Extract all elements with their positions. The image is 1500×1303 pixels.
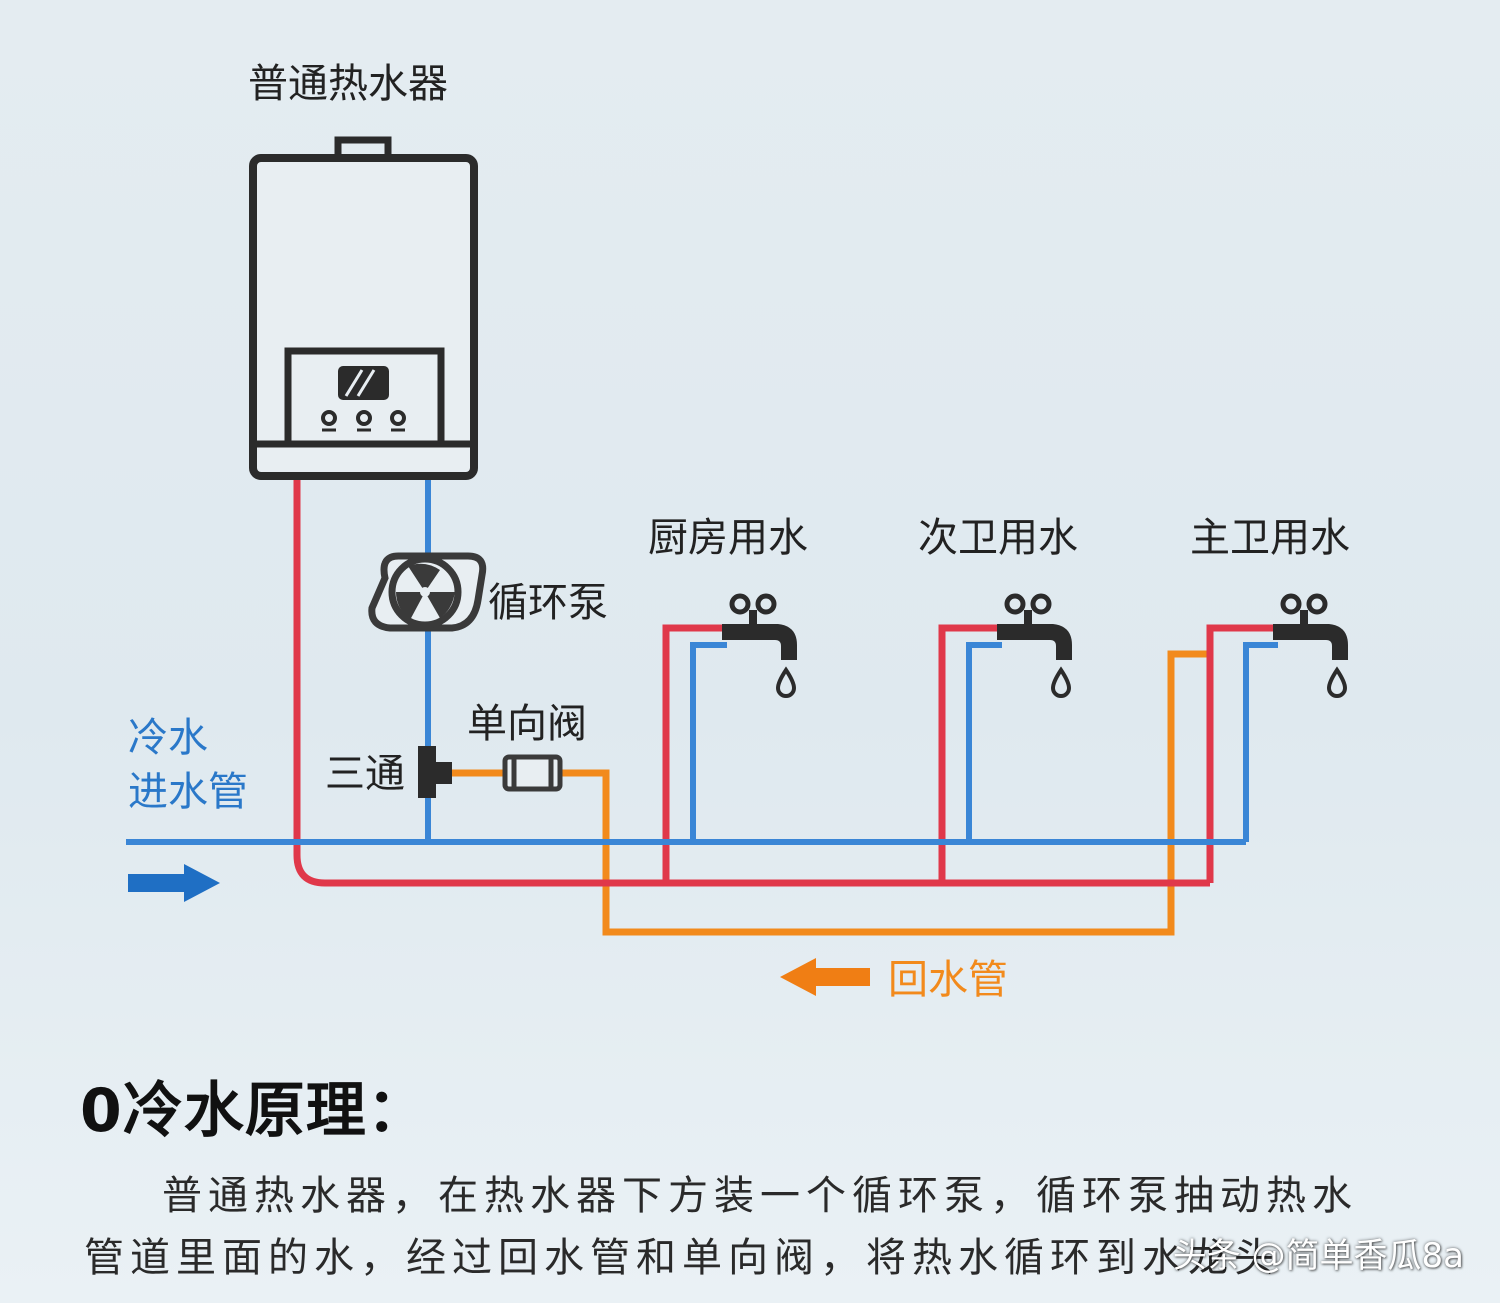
heater-title: 普通热水器 [248, 61, 448, 107]
return-pipe-label: 回水管 [888, 957, 1008, 1003]
check-valve-icon [502, 754, 563, 792]
hot-branch-master-bath [1206, 624, 1278, 883]
pump-label: 循环泵 [488, 580, 608, 626]
cold-water-label: 冷水 [128, 715, 208, 761]
cold-inlet-pipe-label: 进水管 [128, 769, 248, 815]
watermark: 头条 @简单香瓜8a [1172, 1236, 1464, 1276]
cold-flow-arrow-icon [128, 864, 220, 902]
cold-branch-kitchen [690, 642, 727, 842]
cold-branch-master-bath [1243, 642, 1278, 842]
fixture-label-second-bath: 次卫用水 [918, 515, 1078, 561]
return-pipe [443, 650, 1208, 936]
body-line-1: 普通热水器，在热水器下方装一个循环泵，循环泵抽动热水 [162, 1173, 1358, 1219]
tee-label: 三通 [325, 751, 405, 797]
faucet-icon-kitchen [722, 593, 797, 698]
check-valve-label: 单向阀 [467, 701, 587, 747]
circulation-pump-icon [368, 552, 487, 632]
hot-branch-second-bath [938, 624, 1002, 883]
faucet-icon-second-bath [997, 593, 1072, 698]
hot-water-pipe [293, 480, 1210, 887]
section-title: 0冷水原理： [80, 1076, 428, 1146]
body-paragraph: 普通热水器，在热水器下方装一个循环泵，循环泵抽动热水 管道里面的水，经过回水管和… [84, 1165, 1429, 1289]
tee-fitting-icon [418, 746, 452, 798]
cold-branch-second-bath [966, 642, 1002, 842]
water-circulation-diagram: 普通热水器 循环泵 三通 [126, 61, 1350, 1003]
fixture-label-master-bath: 主卫用水 [1190, 515, 1350, 561]
body-line-2: 管道里面的水，经过回水管和单向阀，将热水循环到水龙头 [84, 1235, 1280, 1281]
water-heater-icon [249, 136, 478, 480]
fixture-label-kitchen: 厨房用水 [648, 515, 808, 561]
return-flow-arrow-icon [780, 958, 870, 996]
faucet-icon-master-bath [1273, 593, 1348, 698]
hot-branch-kitchen [662, 624, 727, 883]
